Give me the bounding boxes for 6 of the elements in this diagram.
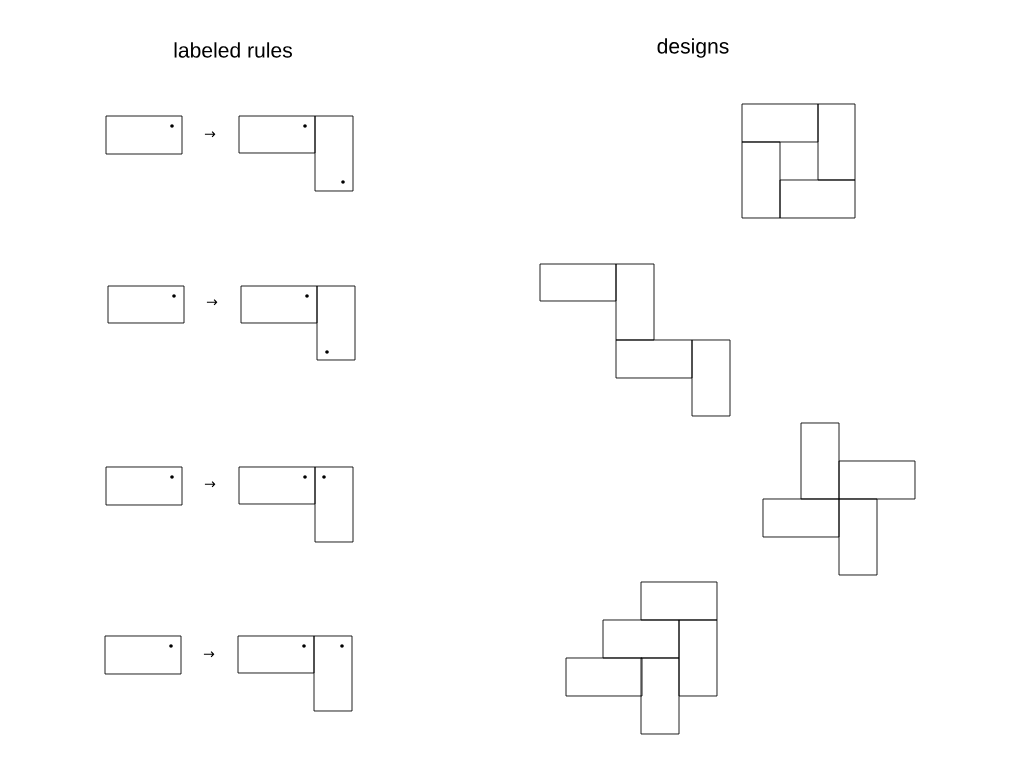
arrow-symbol: →: [206, 299, 218, 306]
arrow-symbol: →: [203, 651, 215, 658]
heading: designs: [657, 38, 729, 58]
arrow-symbol: →: [204, 481, 216, 488]
arrow-symbol: →: [204, 131, 216, 138]
heading: labeled rules: [174, 42, 292, 58]
